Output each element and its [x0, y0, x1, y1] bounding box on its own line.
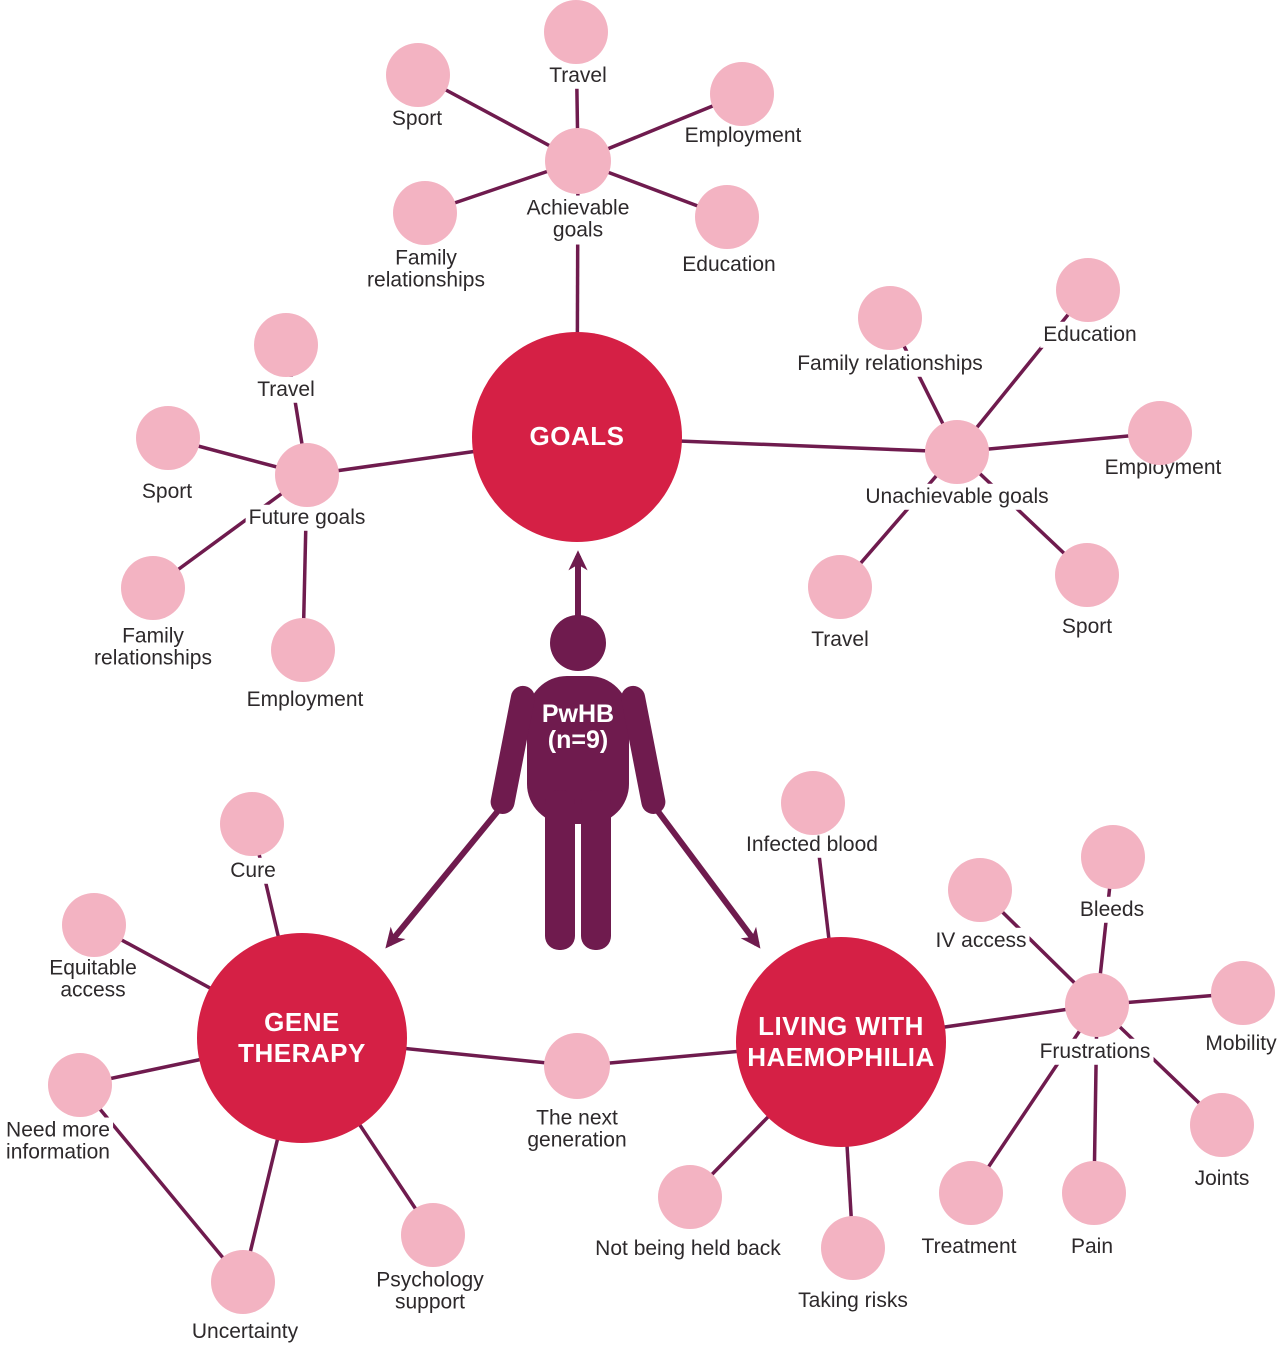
label-psychology: Psychology support — [373, 1267, 487, 1317]
label-pain: Pain — [1067, 1233, 1117, 1261]
label-ach_employment: Employment — [681, 122, 805, 150]
label-bleeds: Bleeds — [1076, 896, 1148, 924]
node-ivaccess — [948, 858, 1012, 922]
label-mobility: Mobility — [1202, 1030, 1280, 1058]
label-notheld: Not being held back — [592, 1235, 784, 1263]
person-left-leg — [545, 790, 575, 950]
node-psychology — [401, 1203, 465, 1267]
node-goals: GOALS — [472, 332, 682, 542]
label-fut_sport: Sport — [138, 478, 196, 506]
label-fut_employment: Employment — [243, 686, 367, 714]
node-gene_therapy: GENE THERAPY — [197, 933, 407, 1143]
node-fut_travel — [254, 313, 318, 377]
label-frustrations: Frustrations — [1036, 1038, 1154, 1066]
node-notheld — [658, 1165, 722, 1229]
label-un_education: Education — [1040, 321, 1140, 349]
person-left-arm — [490, 685, 535, 814]
node-ach_travel — [544, 0, 608, 64]
node-achievable — [545, 128, 611, 194]
label-ach_travel: Travel — [546, 62, 610, 90]
node-cure — [220, 792, 284, 856]
arrow-person-to-living — [651, 804, 761, 949]
person-icon: PwHB (n=9) — [490, 615, 666, 950]
label-nextgen: The next generation — [524, 1105, 630, 1155]
edge-unachievable-un_education — [955, 288, 1090, 454]
person-right-arm — [621, 685, 666, 814]
label-un_sport: Sport — [1058, 613, 1116, 641]
label-ach_education: Education — [679, 251, 779, 279]
node-un_sport — [1055, 543, 1119, 607]
label-ivaccess: IV access — [932, 927, 1030, 955]
node-frustrations — [1065, 973, 1129, 1037]
label-joints: Joints — [1191, 1165, 1253, 1193]
node-ach_sport — [386, 43, 450, 107]
node-joints — [1190, 1093, 1254, 1157]
node-treatment — [939, 1161, 1003, 1225]
person-arrows — [385, 550, 761, 949]
label-treatment: Treatment — [918, 1233, 1020, 1261]
label-cure: Cure — [227, 857, 279, 885]
person-right-leg — [581, 790, 611, 950]
label-achievable: Achievable goals — [523, 195, 633, 245]
node-fut_employment — [271, 618, 335, 682]
label-ach_family: Family relationships — [364, 245, 488, 295]
node-ach_education — [695, 185, 759, 249]
node-mobility — [1211, 961, 1275, 1025]
node-ach_family — [393, 181, 457, 245]
label-unachievable: Unachievable goals — [862, 483, 1052, 511]
label-future: Future goals — [245, 504, 369, 532]
node-takingrisks — [821, 1216, 885, 1280]
node-un_employment — [1128, 401, 1192, 465]
edge-unachievable-un_employment — [956, 431, 1161, 454]
label-infected: Infected blood — [743, 831, 881, 859]
person-label-line1: PwHB — [542, 700, 614, 728]
node-uncertainty — [211, 1250, 275, 1314]
node-ach_employment — [710, 62, 774, 126]
edge-needmore-uncertainty — [78, 1083, 245, 1284]
node-living: LIVING WITH HAEMOPHILIA — [736, 937, 946, 1147]
node-equitable — [62, 893, 126, 957]
label-uncertainty: Uncertainty — [188, 1318, 302, 1346]
person-head — [550, 615, 606, 671]
label-fut_travel: Travel — [254, 376, 318, 404]
label-equitable: Equitable access — [46, 955, 140, 1005]
node-bleeds — [1081, 825, 1145, 889]
node-nextgen — [544, 1033, 610, 1099]
node-pain — [1062, 1161, 1126, 1225]
label-un_family: Family relationships — [794, 350, 986, 378]
edge-frustrations-treatment — [969, 1004, 1099, 1194]
label-un_travel: Travel — [808, 626, 872, 654]
person-label-line2: (n=9) — [548, 726, 608, 754]
label-fut_family: Family relationships — [91, 623, 215, 673]
label-needmore: Need more information — [3, 1117, 113, 1167]
node-fut_family — [121, 556, 185, 620]
node-un_education — [1056, 258, 1120, 322]
node-infected — [781, 771, 845, 835]
person-torso — [527, 676, 629, 824]
node-needmore — [48, 1053, 112, 1117]
node-un_travel — [808, 555, 872, 619]
arrow-person-to-gene-therapy — [385, 804, 505, 949]
node-unachievable — [925, 420, 989, 484]
label-takingrisks: Taking risks — [795, 1287, 911, 1315]
node-un_family — [858, 286, 922, 350]
label-ach_sport: Sport — [388, 105, 446, 133]
node-future — [275, 443, 339, 507]
node-fut_sport — [136, 406, 200, 470]
